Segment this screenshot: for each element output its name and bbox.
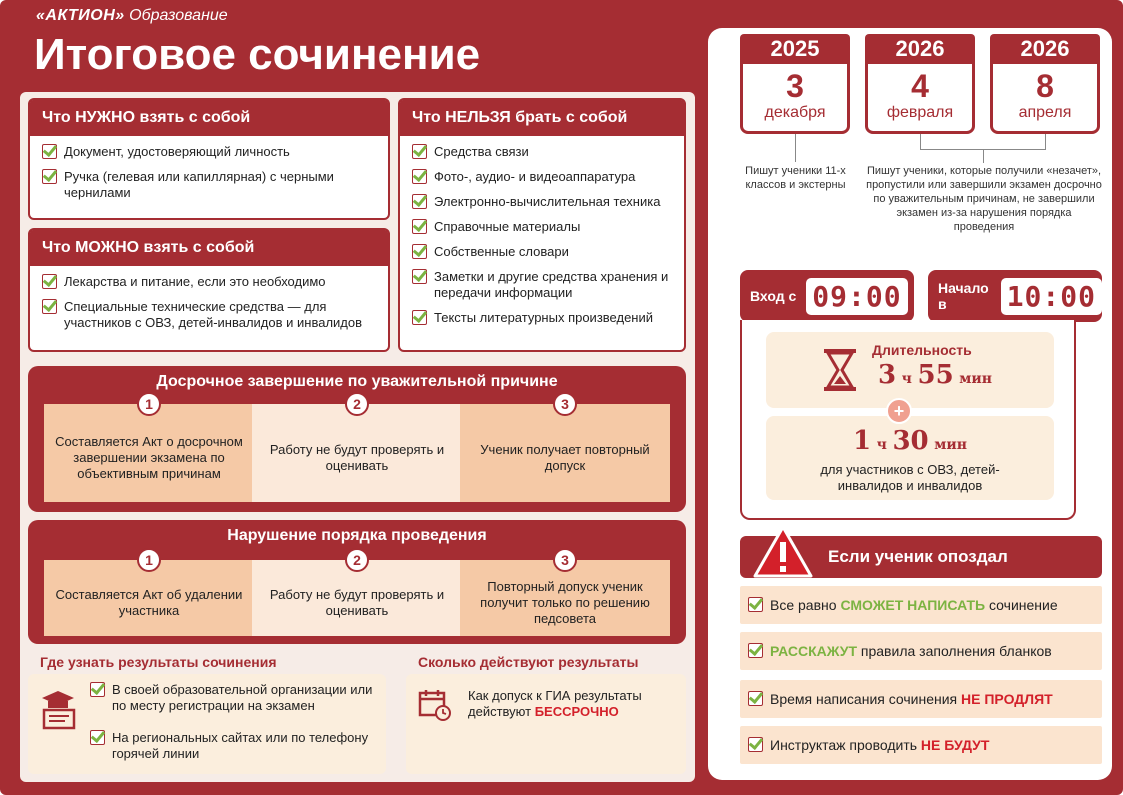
calendar-date-3: 2026 8 апреля — [990, 34, 1100, 134]
checkmark-icon — [412, 244, 427, 259]
duration-label: Длительность — [872, 342, 972, 358]
checkmark-icon — [748, 597, 763, 612]
list-item: Собственные словари — [412, 244, 674, 260]
calendar-date-1: 2025 3 декабря — [740, 34, 850, 134]
list-item: Справочные материалы — [412, 219, 674, 235]
checkmark-icon — [42, 274, 57, 289]
list-item: Фото-, аудио- и видеоаппаратура — [412, 169, 674, 185]
warning-icon — [753, 525, 813, 578]
checkmark-icon — [412, 219, 427, 234]
early-finish-title: Досрочное завершение по уважительной при… — [156, 373, 558, 390]
date-note-retake: Пишут ученики, которые получили «незачет… — [866, 165, 1102, 233]
connector-line — [1045, 134, 1046, 150]
entry-time: 09:00 — [806, 277, 908, 315]
checkmark-icon — [412, 169, 427, 184]
list-item: Лекарства и питание, если это необходимо — [42, 274, 378, 290]
connector-line — [920, 134, 921, 150]
duration-value: 3 ч 55 мин — [878, 360, 993, 390]
graduation-icon — [42, 691, 76, 730]
calendar-date-2: 2026 4 февраля — [865, 34, 975, 134]
connector-line — [983, 149, 984, 163]
brand-logo: «АКТИОН» Образование — [36, 7, 228, 24]
list-item: Заметки и другие средства хранения и пер… — [412, 269, 674, 301]
results-where-title: Где узнать результаты сочинения — [40, 654, 277, 670]
may-bring-card: Что МОЖНО взять с собой Лекарства и пита… — [28, 228, 390, 352]
list-item: Ручка (гелевая или капиллярная) с черным… — [42, 169, 378, 201]
must-bring-card: Что НУЖНО взять с собой Документ, удосто… — [28, 98, 390, 220]
list-item: Тексты литературных произведений — [412, 310, 674, 326]
results-valid-title: Сколько действуют результаты — [418, 654, 639, 670]
must-bring-title: Что НУЖНО взять с собой — [30, 100, 388, 136]
checkmark-icon — [748, 643, 763, 658]
list-item: Средства связи — [412, 144, 674, 160]
violation-title: Нарушение порядка проведения — [227, 527, 487, 544]
plus-icon: + — [886, 398, 912, 424]
duration-panel: Длительность 3 ч 55 мин + 1 ч 30 мин для… — [740, 320, 1076, 520]
list-item: На региональных сайтах или по телефону г… — [90, 730, 380, 762]
duration-main: Длительность 3 ч 55 мин — [766, 332, 1054, 408]
results-valid-text: Как допуск к ГИА результаты действуют БЕ… — [468, 688, 642, 719]
duration-extra: 1 ч 30 мин для участников с ОВЗ, детей-и… — [766, 416, 1054, 500]
duration-extra-note: для участников с ОВЗ, детей-инвалидов и … — [820, 462, 1000, 493]
checkmark-icon — [412, 144, 427, 159]
must-not-bring-card: Что НЕЛЬЗЯ брать с собой Средства связи … — [398, 98, 686, 352]
late-item: РАССКАЖУТ правила заполнения бланков — [740, 632, 1102, 670]
late-item: Время написания сочинения НЕ ПРОДЛЯТ — [740, 680, 1102, 718]
checkmark-icon — [412, 310, 427, 325]
date-note-main: Пишут ученики 11-х классов и экстерны — [745, 165, 846, 191]
checkmark-icon — [412, 194, 427, 209]
late-item: Инструктаж проводить НЕ БУДУТ — [740, 726, 1102, 764]
checkmark-icon — [42, 144, 57, 159]
early-finish-block: Досрочное завершение по уважительной при… — [28, 366, 686, 512]
hourglass-icon — [824, 349, 856, 391]
calendar-clock-icon — [418, 690, 451, 721]
checkmark-icon — [748, 737, 763, 752]
may-bring-title: Что МОЖНО взять с собой — [30, 230, 388, 266]
results-valid-box: Как допуск к ГИА результаты действуют БЕ… — [406, 674, 686, 774]
start-time: 10:00 — [1000, 277, 1102, 315]
list-item: В своей образовательной организации или … — [90, 682, 380, 714]
connector-line — [795, 134, 796, 162]
must-not-bring-title: Что НЕЛЬЗЯ брать с собой — [400, 100, 684, 136]
list-item: Документ, удостоверяющий личность — [42, 144, 378, 160]
list-item: Электронно-вычислительная техника — [412, 194, 674, 210]
left-panel: Что НУЖНО взять с собой Документ, удосто… — [20, 92, 695, 782]
checkmark-icon — [90, 730, 105, 745]
checkmark-icon — [90, 682, 105, 697]
list-item: Специальные технические средства — для у… — [42, 299, 378, 331]
late-item: Все равно СМОЖЕТ НАПИСАТЬ сочинение — [740, 586, 1102, 624]
checkmark-icon — [412, 269, 427, 284]
page-title: Итоговое сочинение — [34, 30, 481, 79]
right-panel: 2025 3 декабря 2026 4 февраля 2026 8 апр… — [708, 28, 1112, 780]
duration-extra-value: 1 ч 30 мин — [852, 426, 968, 456]
checkmark-icon — [42, 299, 57, 314]
results-where-box: В своей образовательной организации или … — [28, 674, 386, 774]
checkmark-icon — [42, 169, 57, 184]
checkmark-icon — [748, 691, 763, 706]
